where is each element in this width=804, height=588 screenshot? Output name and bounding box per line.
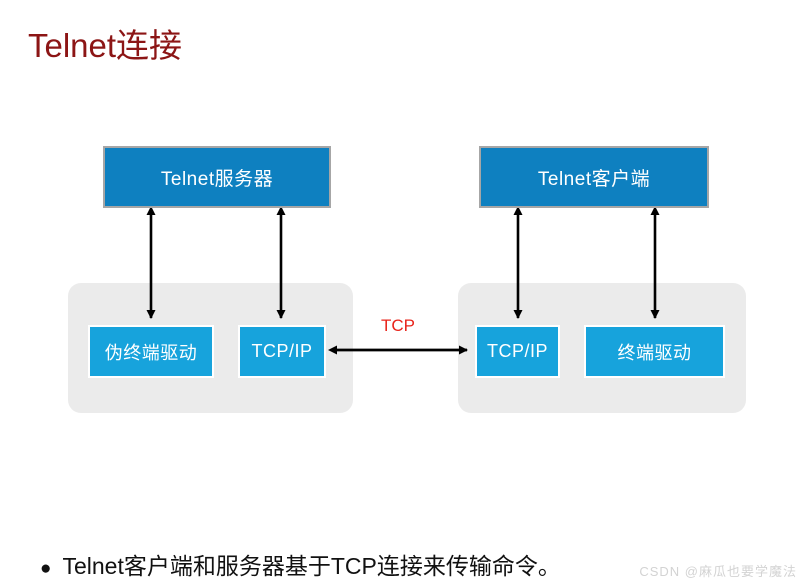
telnet-client-box[interactable]: Telnet客户端 xyxy=(479,146,709,208)
bullet-marker-icon: ● xyxy=(40,558,52,579)
telnet-server-box[interactable]: Telnet服务器 xyxy=(103,146,331,208)
arrow-layer xyxy=(146,206,660,355)
pseudo-terminal-driver-box[interactable]: 伪终端驱动 xyxy=(88,325,214,378)
server-tcpip-box[interactable]: TCP/IP xyxy=(238,325,326,378)
bullet-text: Telnet客户端和服务器基于TCP连接来传输命令。 xyxy=(62,553,561,579)
telnet-connection-diagram: Telnet服务器 Telnet客户端 伪终端驱动 TCP/IP TCP/IP … xyxy=(68,146,746,413)
bullet-list-item: ● Telnet客户端和服务器基于TCP连接来传输命令。 xyxy=(40,551,561,584)
terminal-driver-box[interactable]: 终端驱动 xyxy=(584,325,725,378)
csdn-watermark: CSDN @麻瓜也要学魔法 xyxy=(639,564,797,579)
page-title: Telnet连接 xyxy=(28,27,183,64)
client-tcpip-box[interactable]: TCP/IP xyxy=(475,325,560,378)
tcp-link-label: TCP xyxy=(381,316,415,335)
